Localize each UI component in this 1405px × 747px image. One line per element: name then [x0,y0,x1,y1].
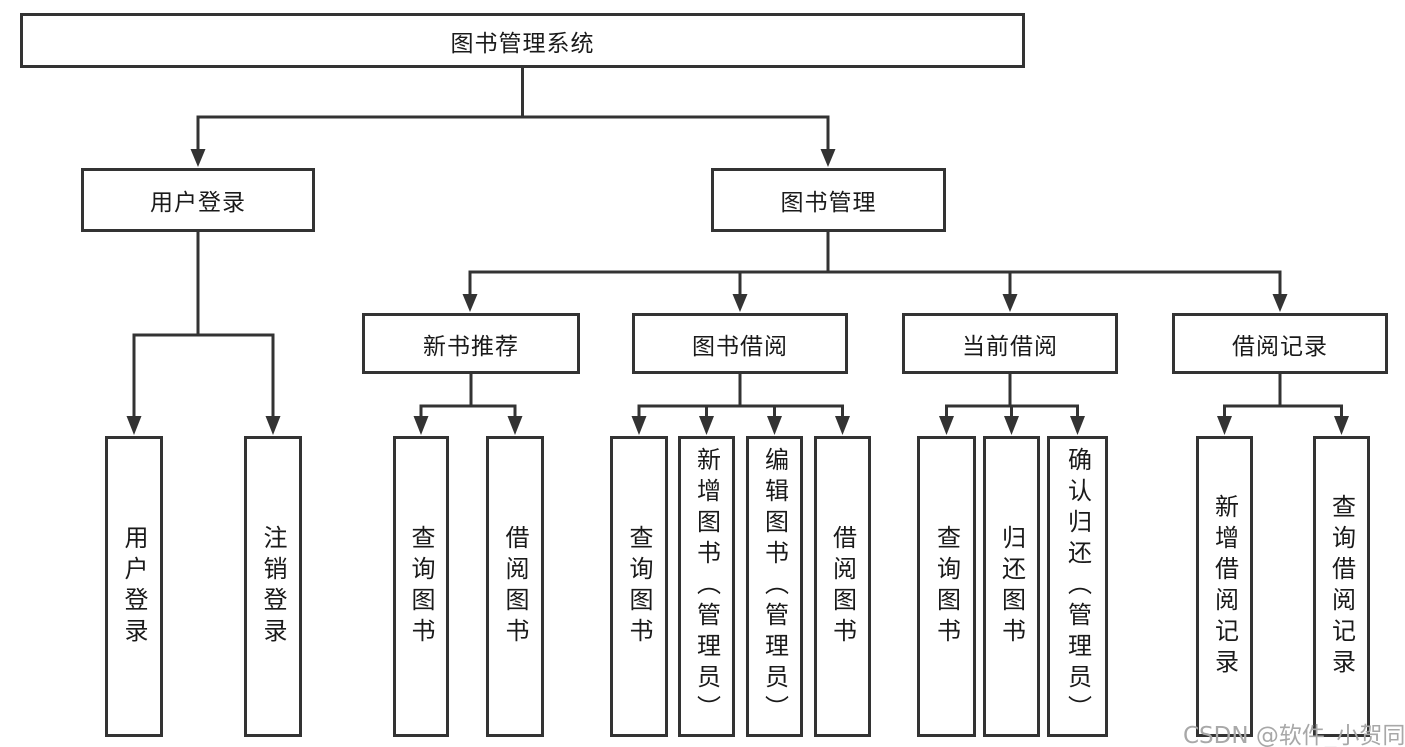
node-label: 借阅图书 [828,524,857,649]
connector-book-borrowing-branch [631,374,850,435]
node-label: 借阅图书 [501,524,529,649]
node-label: 查询图书 [932,524,961,649]
node-br-query-borrow-record: 查询借阅记录 [1313,436,1370,737]
node-label: 借阅记录 [1232,333,1328,360]
node-new-book-recommendation: 新书推荐 [362,313,580,374]
node-label: 查询图书 [407,524,435,649]
node-book-borrowing: 图书借阅 [632,313,848,374]
node-user-login: 用户登录 [105,436,163,737]
node-label: 用户登录 [120,524,148,649]
node-nbr-query-books: 查询图书 [393,436,449,737]
node-borrowing-records: 借阅记录 [1172,313,1388,374]
node-label: 归还图书 [997,524,1026,649]
connector-current-borrowing-branch [939,374,1085,435]
node-cb-query-books: 查询图书 [917,436,976,737]
node-label: 图书管理 [780,190,877,216]
node-bb-borrow-books: 借阅图书 [814,436,871,737]
node-library-management-system: 图书管理系统 [20,13,1025,68]
node-br-add-borrow-record: 新增借阅记录 [1196,436,1253,737]
node-bb-edit-books-admin: 编辑图书（管理员） [746,436,803,737]
node-cb-confirm-return-admin: 确认归还（管理员） [1047,436,1108,737]
node-user-login-branch: 用户登录 [81,168,315,232]
connector-user-login-branch [126,232,281,435]
node-label: 当前借阅 [962,333,1058,360]
node-label: 新增借阅记录 [1210,493,1239,680]
node-cb-return-books: 归还图书 [983,436,1040,737]
node-label: 查询借阅记录 [1327,493,1356,680]
node-label: 确认归还（管理员） [1063,447,1092,726]
node-bb-query-books: 查询图书 [610,436,668,737]
node-book-management: 图书管理 [711,168,946,232]
node-label: 编辑图书（管理员） [760,447,789,726]
node-bb-add-books-admin: 新增图书（管理员） [678,436,735,737]
node-label: 用户登录 [150,190,246,216]
node-logout: 注销登录 [244,436,302,737]
node-label: 查询图书 [625,524,653,649]
connector-book-management-branch [462,232,1288,312]
connector-root-to-level2 [190,68,836,167]
node-label: 图书管理系统 [450,30,595,57]
node-nbr-borrow-books: 借阅图书 [486,436,544,737]
node-label: 新增图书（管理员） [692,447,721,726]
connector-new-book-recommendation-branch [413,374,523,435]
node-current-borrowing: 当前借阅 [902,313,1118,374]
node-label: 图书借阅 [692,333,788,360]
node-label: 新书推荐 [423,333,519,360]
node-label: 注销登录 [259,524,287,649]
csdn-watermark: CSDN @软件_小贺同学 [1183,723,1405,747]
connector-borrowing-records-branch [1217,374,1349,435]
